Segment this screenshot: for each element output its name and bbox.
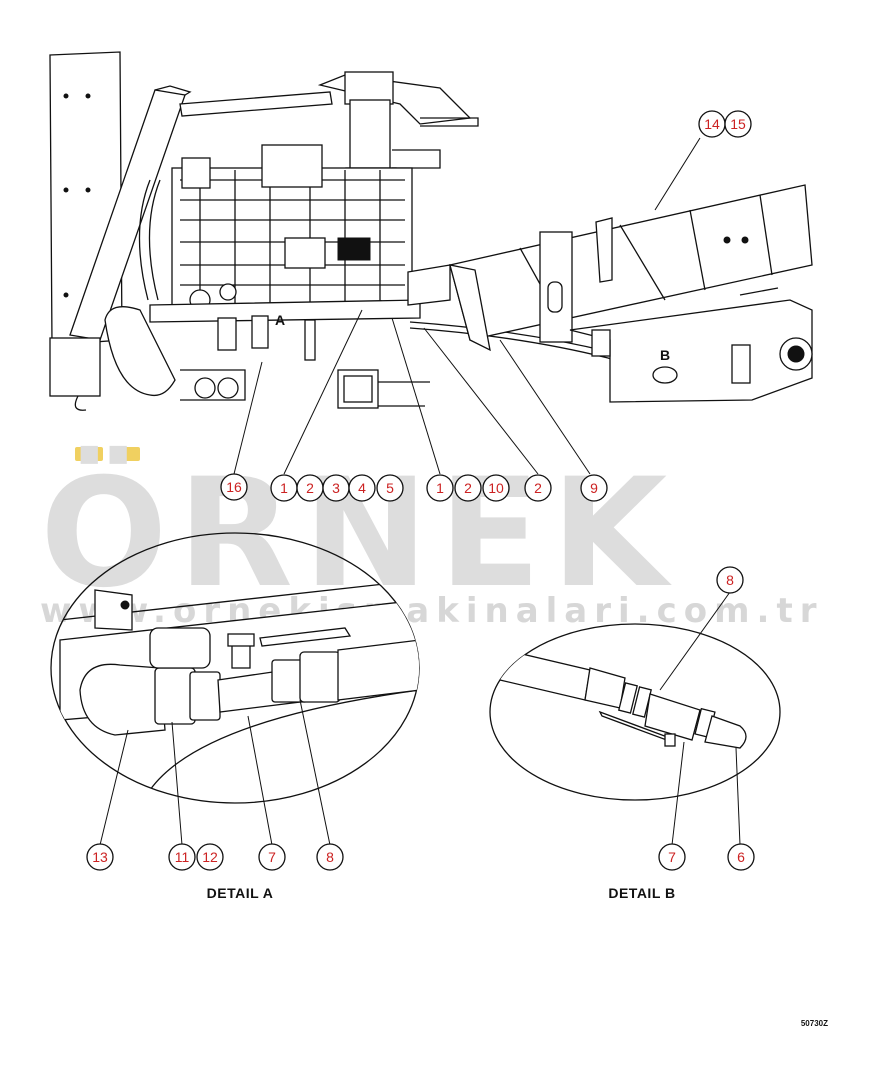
- svg-text:3: 3: [332, 480, 340, 496]
- svg-text:7: 7: [668, 849, 676, 865]
- svg-text:10: 10: [488, 480, 504, 496]
- callout-2c: 2: [524, 474, 552, 502]
- drawing-number: 50730Z: [801, 1019, 828, 1028]
- svg-text:11: 11: [175, 849, 190, 865]
- callout-15: 15: [724, 110, 752, 138]
- callout-8b: 8: [716, 566, 744, 594]
- watermark-brand: ÖRNEK: [40, 445, 677, 621]
- svg-text:2: 2: [306, 480, 314, 496]
- svg-text:1: 1: [280, 480, 288, 496]
- callout-13: 13: [86, 843, 114, 871]
- callout-4: 4: [348, 474, 376, 502]
- callout-2: 2: [296, 474, 324, 502]
- svg-text:7: 7: [268, 849, 276, 865]
- callout-5: 5: [376, 474, 404, 502]
- svg-text:2: 2: [464, 480, 472, 496]
- svg-text:12: 12: [202, 849, 218, 865]
- location-label-a: A: [275, 312, 286, 328]
- callout-2b: 2: [454, 474, 482, 502]
- svg-text:9: 9: [590, 480, 598, 496]
- callout-7b: 7: [658, 843, 686, 871]
- svg-text:6: 6: [737, 849, 745, 865]
- callout-1: 1: [270, 474, 298, 502]
- detail-a-callouts: 13 11 12 7 8: [86, 843, 344, 871]
- svg-text:14: 14: [704, 116, 720, 132]
- callout-10: 10: [482, 474, 510, 502]
- svg-text:13: 13: [92, 849, 108, 865]
- svg-text:15: 15: [730, 116, 746, 132]
- watermark: ÖRNEK www.ornekismakinalari.com.tr: [40, 445, 823, 631]
- callout-7: 7: [258, 843, 286, 871]
- callout-1b: 1: [426, 474, 454, 502]
- callout-12: 12: [196, 843, 224, 871]
- main-assembly-drawing: [49, 51, 813, 411]
- callout-8: 8: [316, 843, 344, 871]
- callout-6: 6: [727, 843, 755, 871]
- detail-a-drawing: [50, 532, 420, 846]
- location-label-b: B: [660, 347, 671, 363]
- svg-text:8: 8: [326, 849, 334, 865]
- main-leader-lines: [233, 309, 591, 475]
- watermark-accent-left: [75, 447, 103, 461]
- detail-a-title: DETAIL A: [207, 885, 274, 901]
- svg-text:5: 5: [386, 480, 394, 496]
- callout-9: 9: [580, 474, 608, 502]
- svg-text:8: 8: [726, 572, 734, 588]
- callout-14: 14: [698, 110, 726, 138]
- svg-text:2: 2: [534, 480, 542, 496]
- callout-16: 16: [220, 473, 248, 501]
- watermark-url: www.ornekismakinalari.com.tr: [40, 591, 823, 631]
- svg-text:16: 16: [226, 479, 242, 495]
- callout-3: 3: [322, 474, 350, 502]
- svg-text:4: 4: [358, 480, 366, 496]
- svg-text:1: 1: [436, 480, 444, 496]
- main-callouts: 16 1 2 3 4 5 1 2 10 2 9 14 15: [220, 110, 752, 502]
- detail-b-callouts: 8 7 6: [658, 566, 755, 871]
- watermark-accent-right: [112, 447, 140, 461]
- callout-11: 11: [168, 843, 196, 871]
- detail-b-title: DETAIL B: [608, 885, 675, 901]
